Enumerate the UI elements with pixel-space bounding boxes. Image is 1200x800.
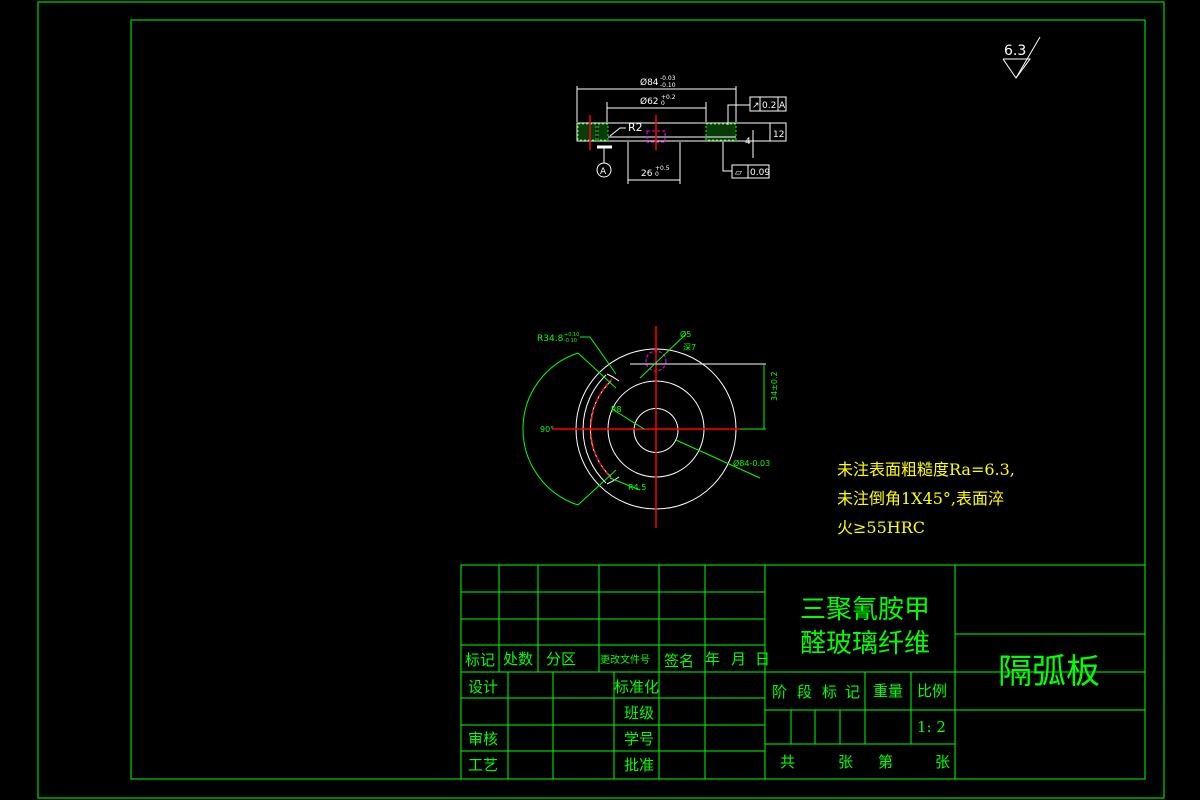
- svg-text:段: 段: [797, 683, 812, 701]
- svg-text:R34.8: R34.8: [537, 334, 564, 344]
- svg-text:12: 12: [773, 130, 784, 140]
- svg-text:日: 日: [755, 650, 770, 668]
- svg-text:标记: 标记: [465, 651, 495, 669]
- svg-text:审核: 审核: [468, 730, 498, 748]
- roughness-symbol: 6.3: [1002, 36, 1041, 79]
- svg-text:26: 26: [641, 169, 653, 179]
- svg-text:A: A: [779, 101, 786, 111]
- svg-text:三聚氰胺甲: 三聚氰胺甲: [800, 595, 930, 625]
- svg-text:6.3: 6.3: [1004, 43, 1026, 59]
- svg-text:R2: R2: [628, 121, 643, 134]
- svg-text:隔弧板: 隔弧板: [998, 652, 1100, 692]
- svg-text:90°: 90°: [540, 425, 554, 434]
- svg-text:▱: ▱: [735, 168, 742, 178]
- svg-text:更改文件号: 更改文件号: [600, 653, 650, 666]
- svg-text:Ø84: Ø84: [640, 77, 659, 88]
- svg-text:第: 第: [878, 753, 893, 771]
- svg-text:34±0.2: 34±0.2: [770, 371, 779, 401]
- svg-text:学号: 学号: [624, 730, 654, 748]
- svg-text:张: 张: [935, 753, 950, 771]
- svg-text:0.09: 0.09: [750, 168, 770, 178]
- svg-text:0: 0: [661, 100, 665, 107]
- svg-text:未注表面粗糙度Ra=6.3,: 未注表面粗糙度Ra=6.3,: [837, 460, 1015, 479]
- svg-text:火≥55HRC: 火≥55HRC: [837, 518, 925, 537]
- svg-text:班级: 班级: [624, 704, 654, 722]
- svg-text:分区: 分区: [546, 650, 576, 668]
- side-view: Ø84 -0.03 -0.10 Ø62 +0.2 0 26 +0.5 0 R2 …: [576, 75, 787, 184]
- svg-text:0: 0: [655, 171, 659, 178]
- svg-text:1: 2: 1: 2: [917, 718, 946, 736]
- svg-text:A: A: [600, 167, 607, 177]
- svg-text:深7: 深7: [683, 343, 696, 352]
- svg-text:签名: 签名: [664, 652, 694, 670]
- svg-text:-0.10: -0.10: [564, 338, 577, 344]
- svg-text:标准化: 标准化: [614, 678, 659, 696]
- svg-text:R4.5: R4.5: [628, 483, 646, 492]
- outer-border: [37, 1, 1165, 799]
- svg-text:记: 记: [845, 683, 860, 701]
- svg-text:↗: ↗: [752, 101, 760, 111]
- svg-text:处数: 处数: [503, 650, 533, 668]
- svg-text:+0.10: +0.10: [564, 332, 579, 338]
- svg-text:Ø62: Ø62: [640, 96, 659, 107]
- svg-text:重量: 重量: [873, 682, 903, 700]
- svg-text:共: 共: [780, 753, 795, 771]
- svg-text:阶: 阶: [772, 683, 787, 701]
- svg-text:月: 月: [731, 650, 746, 668]
- top-view: 34±0.2 90° R34.8 +0.10 -0.10 Ø5 深7 R8 Ø8…: [522, 326, 779, 528]
- svg-text:+0.5: +0.5: [655, 165, 670, 172]
- svg-text:R8: R8: [611, 405, 622, 414]
- svg-text:工艺: 工艺: [468, 756, 498, 774]
- svg-text:0.2: 0.2: [762, 101, 776, 111]
- svg-text:比例: 比例: [917, 682, 947, 700]
- title-block: 三聚氰胺甲 醛玻璃纤维 隔弧板 标记 处数 分区 更改文件号 签名 年 月 日 …: [460, 564, 1146, 780]
- svg-text:醛玻璃纤维: 醛玻璃纤维: [800, 629, 930, 659]
- svg-text:设计: 设计: [468, 678, 498, 696]
- svg-text:未注倒角1X45°,表面淬: 未注倒角1X45°,表面淬: [837, 489, 1004, 508]
- svg-text:年: 年: [705, 650, 720, 668]
- svg-text:4: 4: [745, 137, 751, 147]
- technical-notes: 未注表面粗糙度Ra=6.3, 未注倒角1X45°,表面淬 火≥55HRC: [837, 460, 1015, 537]
- svg-text:张: 张: [838, 753, 853, 771]
- svg-text:Ø84-0.03: Ø84-0.03: [733, 458, 770, 468]
- svg-text:批准: 批准: [624, 756, 654, 774]
- svg-text:Ø5: Ø5: [680, 329, 691, 339]
- svg-text:-0.03: -0.03: [660, 75, 676, 82]
- svg-text:标: 标: [822, 683, 837, 701]
- svg-text:-0.10: -0.10: [660, 82, 676, 89]
- svg-text:+0.2: +0.2: [661, 94, 676, 101]
